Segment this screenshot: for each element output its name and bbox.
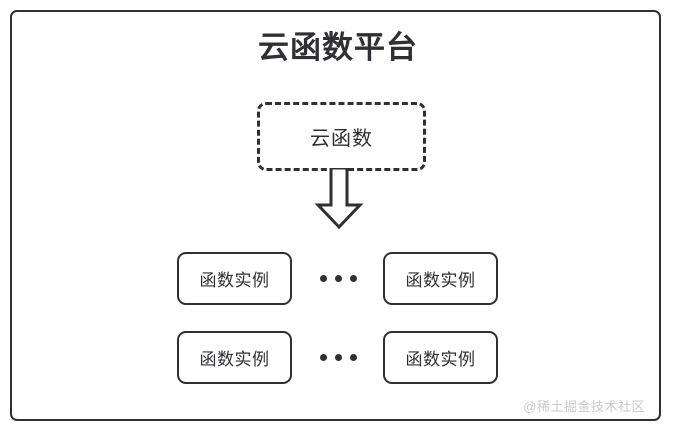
ellipsis-dot — [349, 275, 357, 282]
instance-box-label: 函数实例 — [405, 350, 476, 369]
ellipsis-row1 — [306, 252, 370, 305]
instance-box-label: 函数实例 — [199, 271, 270, 290]
instance-box-row1-left: 函数实例 — [177, 252, 292, 305]
instance-box-row2-right: 函数实例 — [383, 331, 498, 384]
instance-box-label: 函数实例 — [405, 271, 476, 290]
ellipsis-dot — [334, 354, 342, 361]
watermark: @稀土掘金技术社区 — [523, 399, 645, 414]
page-title: 云函数平台 — [258, 30, 418, 65]
cloud-function-node-label: 云函数 — [310, 128, 373, 150]
instance-box-row1-right: 函数实例 — [383, 252, 498, 305]
instance-box-row2-left: 函数实例 — [177, 331, 292, 384]
ellipsis-dot — [319, 275, 327, 282]
ellipsis-dot — [349, 354, 357, 361]
cloud-function-node: 云函数 — [257, 102, 426, 171]
ellipsis-dot — [319, 354, 327, 361]
block-arrow-down-icon — [313, 166, 365, 230]
ellipsis-row2 — [306, 331, 370, 384]
ellipsis-dot — [334, 275, 342, 282]
instance-box-label: 函数实例 — [199, 350, 270, 369]
